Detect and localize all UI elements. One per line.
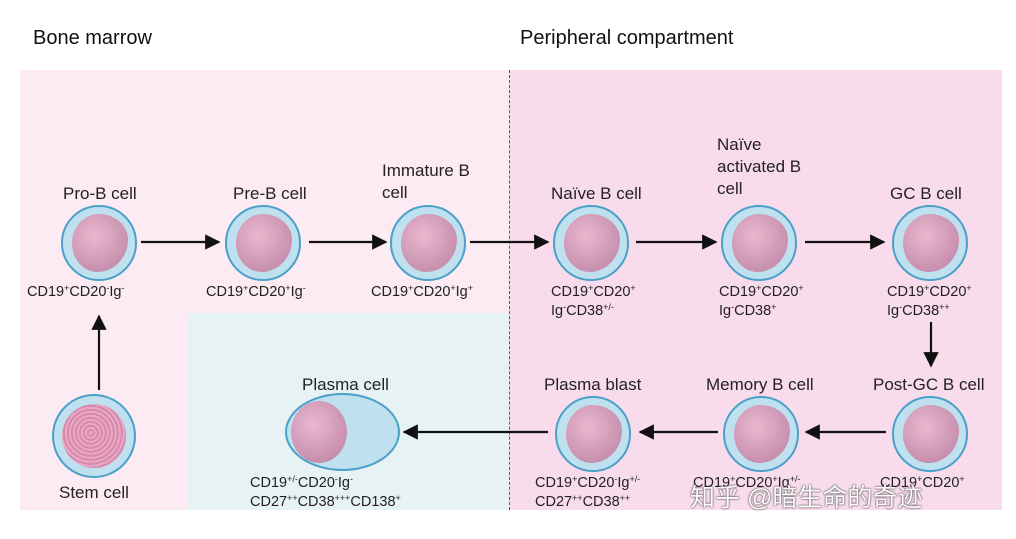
pre-b-marker: CD19+CD20+Ig- bbox=[206, 283, 306, 300]
naive-activated-b-marker-2: Ig-CD38+ bbox=[719, 302, 777, 319]
compartment-divider bbox=[509, 70, 510, 510]
memory-b-cell-label: Memory B cell bbox=[706, 375, 814, 394]
gc-b-marker-1: CD19+CD20+ bbox=[887, 283, 972, 300]
pre-b-cell bbox=[225, 205, 301, 281]
immature-b-nucleus bbox=[401, 214, 457, 272]
plasma-cell-marker-1: CD19+/-CD20-Ig- bbox=[250, 474, 353, 491]
bone-marrow-title: Bone marrow bbox=[33, 27, 152, 49]
naive-b-marker-2: Ig-CD38+/- bbox=[551, 302, 614, 319]
naive-b-cell bbox=[553, 205, 629, 281]
plasma-blast-marker-2: CD27++CD38++ bbox=[535, 493, 631, 510]
gc-b-nucleus bbox=[903, 214, 959, 272]
naive-b-marker-1: CD19+CD20+ bbox=[551, 283, 636, 300]
naive-activated-b-nucleus bbox=[732, 214, 788, 272]
plasma-blast-nucleus bbox=[566, 405, 622, 463]
immature-b-cell-label-1: Immature B bbox=[382, 161, 470, 180]
plasma-cell-marker-2: CD27++CD38+++CD138+ bbox=[250, 493, 401, 510]
pre-b-nucleus bbox=[236, 214, 292, 272]
immature-b-cell bbox=[390, 205, 466, 281]
memory-b-nucleus bbox=[734, 405, 790, 463]
naive-b-cell-label: Naïve B cell bbox=[551, 184, 642, 203]
pro-b-cell bbox=[61, 205, 137, 281]
memory-b-cell bbox=[723, 396, 799, 472]
pro-b-cell-label: Pro-B cell bbox=[63, 184, 137, 203]
naive-activated-b-cell bbox=[721, 205, 797, 281]
pre-b-cell-label: Pre-B cell bbox=[233, 184, 307, 203]
stem-cell-nucleus bbox=[62, 404, 126, 468]
pro-b-nucleus bbox=[72, 214, 128, 272]
plasma-cell-label: Plasma cell bbox=[302, 375, 389, 394]
post-gc-b-cell bbox=[892, 396, 968, 472]
watermark: 知乎 @暗生命的奇迹 bbox=[690, 484, 923, 512]
naive-activated-b-marker-1: CD19+CD20+ bbox=[719, 283, 804, 300]
stem-cell-label: Stem cell bbox=[59, 483, 129, 502]
post-gc-b-marker-1: CD19+CD20+ bbox=[880, 474, 965, 491]
naive-activated-b-label-1: Naïve bbox=[717, 135, 762, 154]
immature-b-cell-label-2: cell bbox=[382, 183, 408, 202]
naive-activated-b-label-2: activated B bbox=[717, 157, 802, 176]
immature-b-marker: CD19+CD20+Ig+ bbox=[371, 283, 473, 300]
gc-b-cell bbox=[892, 205, 968, 281]
post-gc-b-cell-label: Post-GC B cell bbox=[873, 375, 985, 394]
plasma-cell bbox=[285, 393, 400, 471]
plasma-blast-cell bbox=[555, 396, 631, 472]
pro-b-marker: CD19+CD20-Ig- bbox=[27, 283, 125, 300]
memory-b-marker-1: CD19+CD20+Ig+/- bbox=[693, 474, 801, 491]
naive-b-nucleus bbox=[564, 214, 620, 272]
peripheral-title: Peripheral compartment bbox=[520, 27, 734, 49]
plasma-blast-label: Plasma blast bbox=[544, 375, 642, 394]
naive-activated-b-label-3: cell bbox=[717, 179, 743, 198]
stem-cell bbox=[52, 394, 136, 478]
post-gc-b-nucleus bbox=[903, 405, 959, 463]
plasma-cell-nucleus bbox=[291, 401, 347, 463]
gc-b-cell-label: GC B cell bbox=[890, 184, 962, 203]
gc-b-marker-2: Ig-CD38++ bbox=[887, 302, 950, 319]
plasma-blast-marker-1: CD19+CD20-Ig+/- bbox=[535, 474, 641, 491]
